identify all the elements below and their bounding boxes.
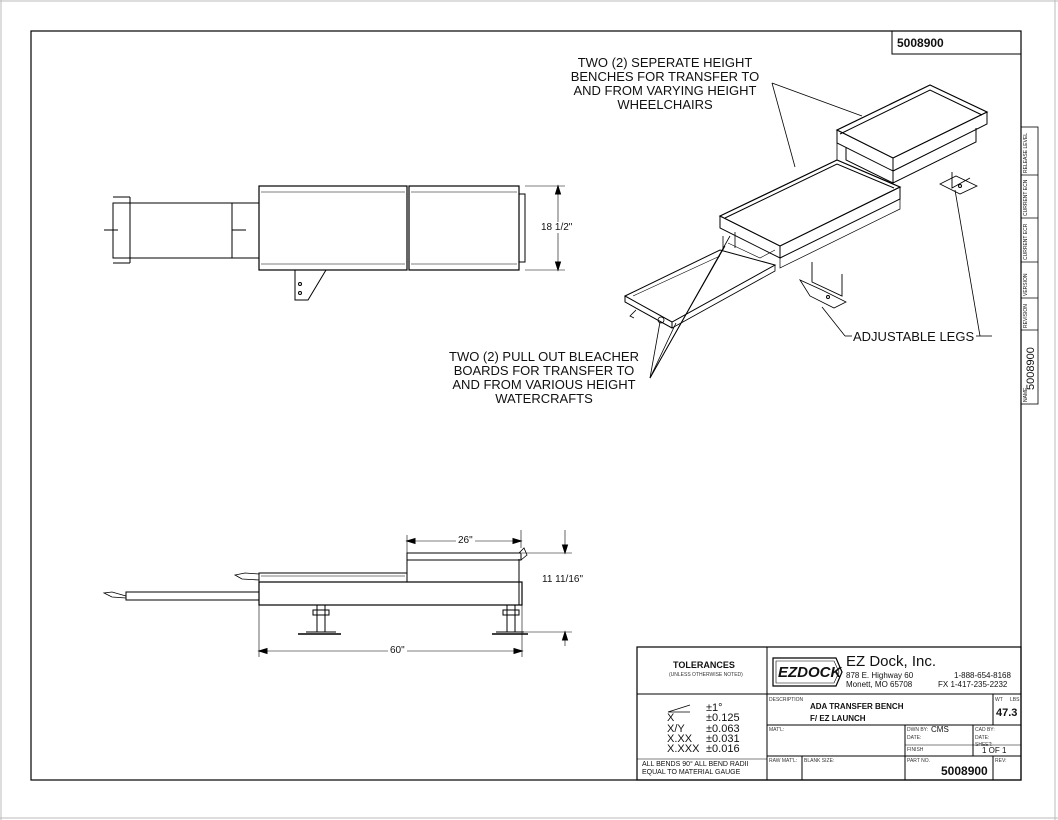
width-dimension: 18 1/2" bbox=[539, 222, 575, 233]
revision-label: REVISION bbox=[1023, 304, 1029, 328]
company-name: EZ Dock, Inc. bbox=[846, 653, 937, 670]
company-address-1: 878 E. Highway 60 bbox=[846, 671, 914, 680]
description-label: DESCRIPTION bbox=[769, 697, 804, 703]
name-value: 5008900 bbox=[1025, 347, 1037, 390]
part-number-value: 5008900 bbox=[941, 764, 988, 778]
current-ecn-label: CURRENT ECN bbox=[1023, 179, 1029, 216]
weight-value: 47.3 bbox=[996, 707, 1018, 719]
drawing-border bbox=[30, 30, 1022, 781]
company-address-2: Monett, MO 65708 bbox=[846, 680, 913, 689]
tolerance-xxxx-value: ±0.016 bbox=[706, 743, 740, 755]
drawn-date-label: DATE: bbox=[907, 735, 922, 741]
sheet-value: 1 OF 1 bbox=[982, 746, 1007, 755]
tolerance-angle-value: ±1° bbox=[706, 702, 723, 714]
title-block-lines bbox=[636, 646, 1022, 781]
blank-size-label: BLANK SIZE: bbox=[804, 758, 835, 764]
tolerance-xxx-value: ±0.031 bbox=[706, 733, 740, 745]
current-ecr-label: CURRENT ECR bbox=[1023, 223, 1029, 260]
tolerance-x-value: ±0.125 bbox=[706, 712, 740, 724]
tolerance-xy-value: ±0.063 bbox=[706, 723, 740, 735]
bleachers-callout: TWO (2) PULL OUT BLEACHER BOARDS FOR TRA… bbox=[449, 349, 639, 406]
company-fax: FX 1-417-235-2232 bbox=[938, 680, 1008, 689]
side-view bbox=[102, 530, 572, 657]
tolerance-xy-label: X/Y bbox=[667, 723, 685, 735]
sheet-label: SHEET: bbox=[975, 742, 993, 748]
tolerance-xxx-label: X.XX bbox=[667, 733, 693, 745]
bends-note-1: ALL BENDS 90° ALL BEND RADII bbox=[642, 761, 749, 768]
company-phone: 1-888-654-8168 bbox=[954, 671, 1011, 680]
part-number-label: PART NO. bbox=[907, 758, 931, 764]
tolerance-xxxx-label: X.XXX bbox=[667, 743, 700, 755]
drawn-by-label: DWN BY: bbox=[907, 727, 929, 733]
isometric-view bbox=[623, 82, 992, 379]
height-dimension: 11 11/16" bbox=[540, 574, 585, 585]
tolerances-title: TOLERANCES bbox=[673, 660, 735, 670]
material-label: MAT'L: bbox=[769, 727, 785, 733]
legs-callout: ADJUSTABLE LEGS bbox=[853, 329, 975, 344]
weight-label: WT bbox=[995, 697, 1003, 703]
weight-unit-label: LBS bbox=[1010, 697, 1020, 703]
company-logo: EZDOCK bbox=[778, 664, 842, 681]
drawn-by-value: CMS bbox=[931, 725, 949, 734]
description-line-1: ADA TRANSFER BENCH bbox=[810, 702, 904, 711]
cad-by-label: CAD BY: bbox=[975, 727, 995, 733]
revision-field-label: REV: bbox=[995, 758, 1007, 764]
version-label: VERSION bbox=[1023, 273, 1029, 296]
description-line-2: F/ EZ LAUNCH bbox=[810, 714, 866, 723]
side-revision-strip bbox=[1020, 126, 1039, 405]
top-bench-length-dimension: 26" bbox=[456, 535, 475, 546]
release-level-label: RELEASE LEVEL bbox=[1023, 132, 1029, 173]
raw-material-label: RAW MAT'L: bbox=[769, 758, 798, 764]
overall-length-dimension: 60" bbox=[388, 645, 407, 656]
benches-callout: TWO (2) SEPERATE HEIGHT BENCHES FOR TRAN… bbox=[570, 55, 760, 112]
bends-note-2: EQUAL TO MATERIAL GAUGE bbox=[642, 769, 741, 776]
tolerances-subtitle: (UNLESS OTHERWISE NOTED) bbox=[669, 672, 743, 678]
cad-date-label: DATE: bbox=[975, 735, 990, 741]
header-part-box bbox=[891, 30, 1022, 55]
top-view bbox=[104, 184, 565, 301]
finish-label: FINISH bbox=[907, 747, 924, 753]
tolerance-x-label: X bbox=[667, 712, 675, 724]
header-part-number: 5008900 bbox=[897, 36, 944, 50]
